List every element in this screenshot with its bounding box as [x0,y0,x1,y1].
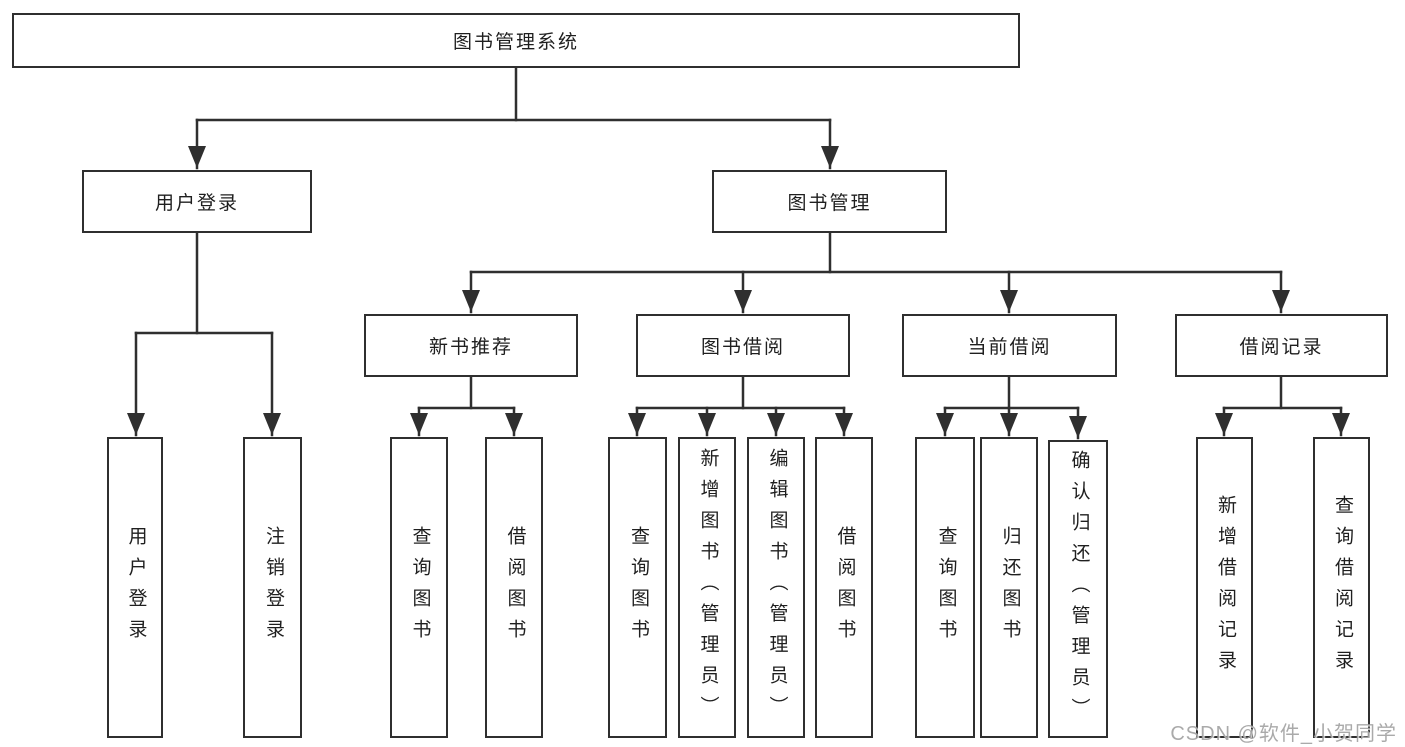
leaf-add-borrow-record: 新增借阅记录 [1196,437,1253,738]
node-label: 借阅记录 [1239,337,1324,358]
leaf-query-books-borrowing: 查询图书 [608,437,667,738]
leaf-borrow-books-borrowing: 借阅图书 [815,437,873,738]
node-book-management: 图书管理 [712,170,947,233]
node-user-login: 用户登录 [82,170,312,233]
node-label: 图书借阅 [700,337,785,358]
node-library-management-system: 图书管理系统 [12,13,1020,68]
node-label: 用户登录 [154,193,239,214]
node-new-book-recommendation: 新书推荐 [364,314,578,377]
node-borrowing-records: 借阅记录 [1175,314,1388,377]
node-label: 用户登录 [125,525,147,650]
node-label: 新书推荐 [428,337,513,358]
node-book-borrowing: 图书借阅 [636,314,850,377]
node-current-borrowing: 当前借阅 [902,314,1117,377]
node-label: 编辑图书（管理员） [766,448,788,727]
node-label: 新增借阅记录 [1214,494,1236,681]
leaf-borrow-books-recommend: 借阅图书 [485,437,543,738]
csdn-watermark: CSDN @软件_小贺同学 [1170,723,1397,745]
node-label: 新增图书（管理员） [697,448,719,727]
node-label: 查询图书 [935,525,957,650]
node-label: 借阅图书 [834,525,856,650]
leaf-query-borrow-record: 查询借阅记录 [1313,437,1370,738]
node-label: 图书管理 [787,193,872,214]
node-label: 借阅图书 [504,525,526,650]
leaf-confirm-return-admin: 确认归还（管理员） [1048,440,1108,738]
leaf-return-book: 归还图书 [980,437,1038,738]
leaf-query-books-current: 查询图书 [915,437,975,738]
leaf-logout: 注销登录 [243,437,302,738]
node-label: 图书管理系统 [452,32,579,53]
leaf-query-books-recommend: 查询图书 [390,437,448,738]
node-label: 查询图书 [627,525,649,650]
node-label: 注销登录 [262,525,284,650]
node-label: 归还图书 [999,525,1021,650]
node-label: 当前借阅 [967,337,1052,358]
node-label: 确认归还（管理员） [1068,449,1090,729]
node-label: 查询图书 [409,525,431,650]
node-label: 查询借阅记录 [1331,494,1353,681]
leaf-add-book-admin: 新增图书（管理员） [678,437,736,738]
leaf-edit-book-admin: 编辑图书（管理员） [747,437,805,738]
leaf-user-login: 用户登录 [107,437,163,738]
